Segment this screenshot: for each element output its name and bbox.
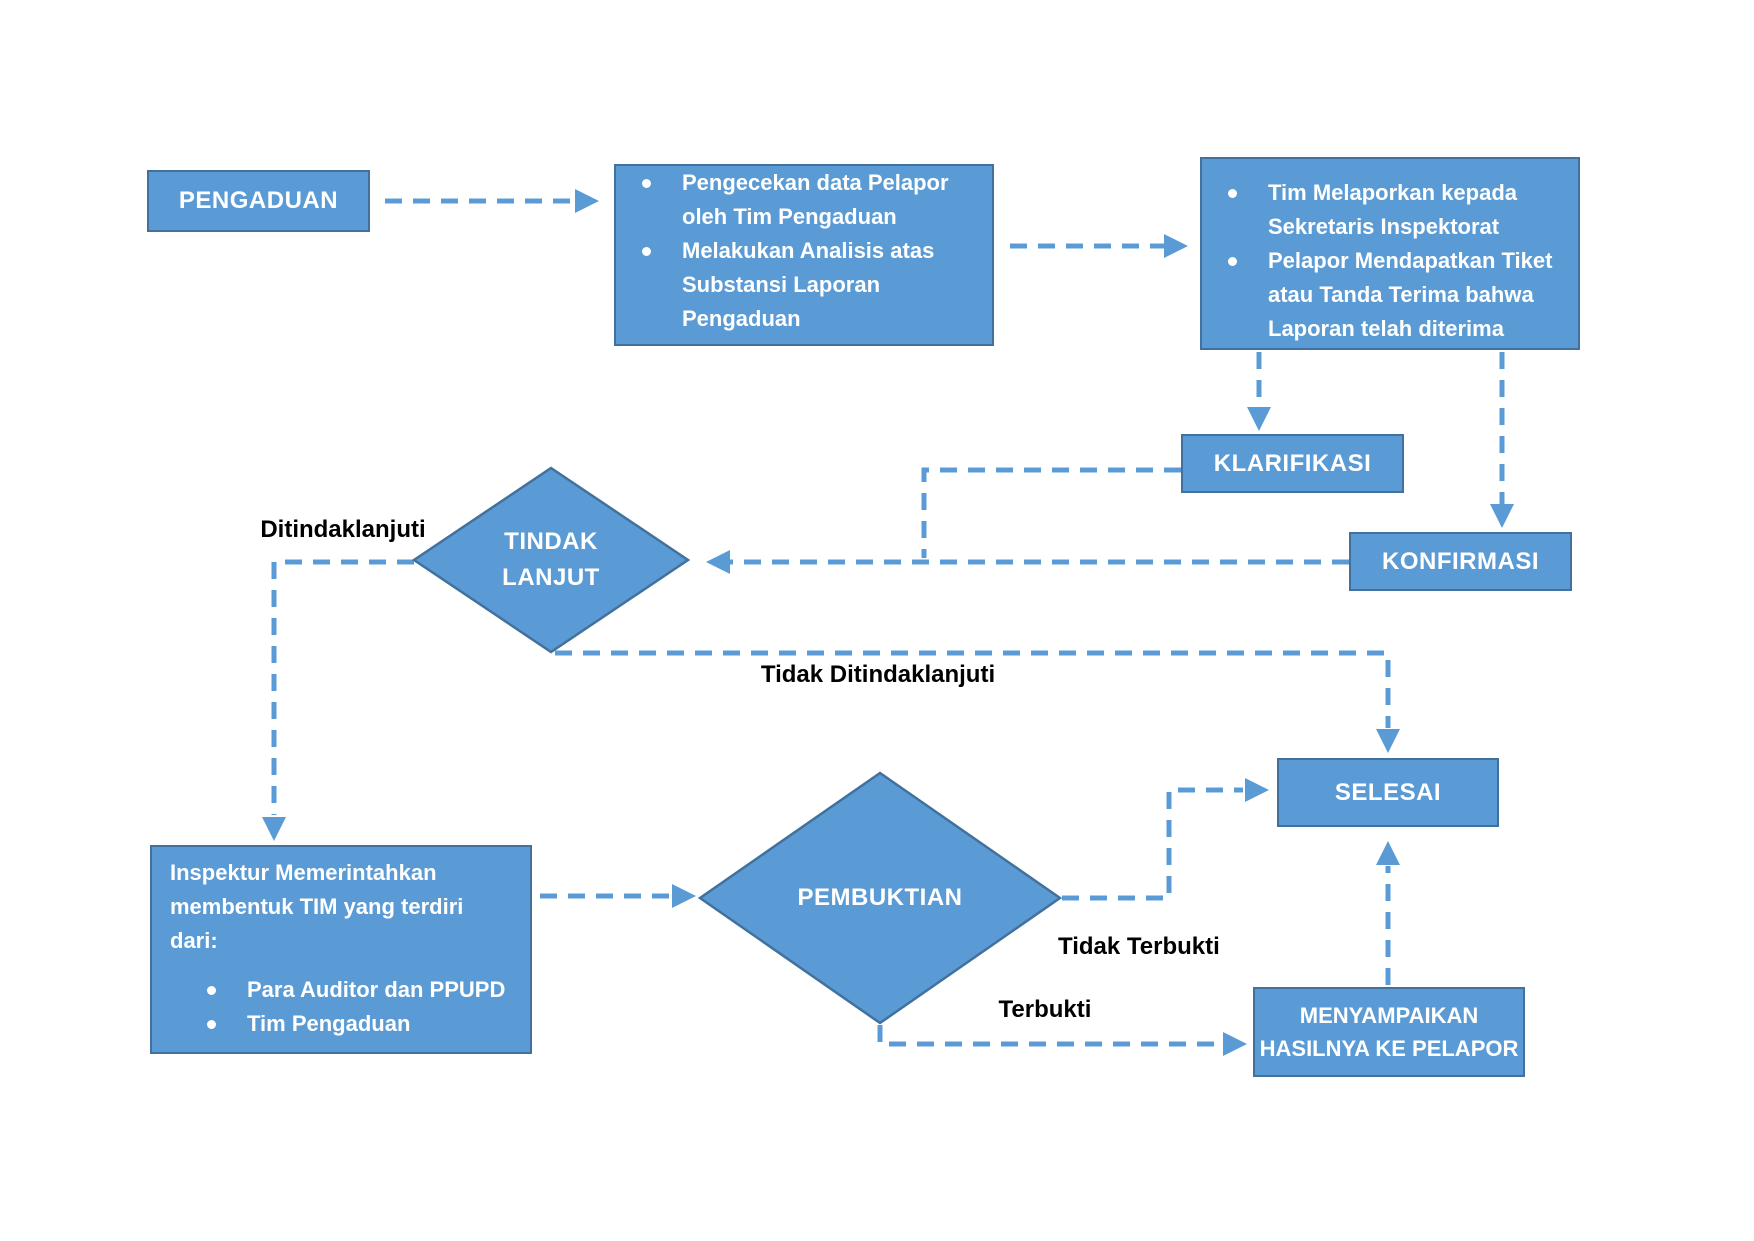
intake-bullet-1-line-1: Pengecekan data Pelapor [682, 170, 949, 195]
node-menyampaikan: MENYAMPAIKAN HASILNYA KE PELAPOR [1253, 987, 1525, 1077]
arrowhead-right-icon [1164, 234, 1188, 258]
arrowhead-right-icon [672, 884, 696, 908]
report-bullet-2-line-2: atau Tanda Terima bahwa [1268, 282, 1534, 307]
node-klarifikasi: KLARIFIKASI [1181, 434, 1404, 493]
node-klarifikasi-label: KLARIFIKASI [1213, 449, 1372, 477]
intake-bullet-2-line-3: Pengaduan [682, 306, 801, 331]
node-pengaduan-label: PENGADUAN [178, 187, 339, 214]
node-konfirmasi-label: KONFIRMASI [1382, 547, 1539, 575]
edge-ditindaklanjuti [271, 559, 414, 815]
menyampaikan-line-1: MENYAMPAIKAN [1299, 1003, 1479, 1028]
bullet-dot-icon [207, 1020, 216, 1029]
intake-bullet-1: Pengecekan data Pelapor oleh Tim Pengadu… [642, 166, 982, 234]
bullet-dot-icon [642, 179, 651, 188]
bullet-dot-icon [1228, 257, 1237, 266]
tindak-lanjut-line-2: LANJUT [502, 564, 600, 591]
edge-label-tidak-ditindaklanjuti: Tidak Ditindaklanjuti [760, 661, 996, 688]
intake-bullet-2: Melakukan Analisis atas Substansi Lapora… [642, 234, 982, 336]
bullet-dot-icon [207, 986, 216, 995]
edge-terbukti [877, 1025, 1221, 1047]
tindak-lanjut-line-1: TINDAK [504, 528, 598, 555]
pembuktian-label: PEMBUKTIAN [797, 884, 963, 911]
menyampaikan-line-2: HASILNYA KE PELAPOR [1259, 1036, 1519, 1061]
intake-bullet-1-line-2: oleh Tim Pengaduan [682, 204, 897, 229]
node-konfirmasi: KONFIRMASI [1349, 532, 1572, 591]
edge-label-tidak-terbukti: Tidak Terbukti [1058, 933, 1220, 960]
inspektur-bullet-1-text: Para Auditor dan PPUPD [247, 977, 506, 1002]
arrowhead-up-icon [1376, 841, 1400, 865]
report-bullet-2-line-1: Pelapor Mendapatkan Tiket [1268, 248, 1553, 273]
intake-bullet-2-line-2: Substansi Laporan [682, 272, 881, 297]
tindak-lanjut-diamond [411, 466, 691, 654]
node-selesai-label: SELESAI [1334, 778, 1442, 806]
inspektur-paragraph: Inspektur Memerintahkan membentuk TIM ya… [170, 856, 520, 958]
edge-tidak-ditindaklanjuti [555, 650, 1391, 728]
edge-tidak-terbukti [1062, 787, 1243, 901]
pembuktian-text: PEMBUKTIAN [760, 860, 1000, 936]
tindak-lanjut-text: TINDAK LANJUT [451, 486, 651, 634]
edge-label-ditindaklanjuti: Ditindaklanjuti [260, 516, 426, 543]
pembuktian-diamond [697, 771, 1063, 1025]
inspektur-bullet-2-text: Tim Pengaduan [247, 1011, 411, 1036]
arrowhead-down-icon [1247, 407, 1271, 431]
arrowhead-right-icon [575, 189, 599, 213]
report-bullet-2-line-3: Laporan telah diterima [1268, 316, 1504, 341]
edge-label-terbukti: Terbukti [998, 996, 1092, 1023]
arrowhead-right-icon [1223, 1032, 1247, 1056]
arrowhead-right-icon [1245, 778, 1269, 802]
inspektur-line-1: Inspektur Memerintahkan [170, 860, 437, 885]
node-intake: Pengecekan data Pelapor oleh Tim Pengadu… [614, 164, 994, 346]
inspektur-bullet-2: Tim Pengaduan [207, 1007, 520, 1041]
arrowhead-down-icon [1490, 504, 1514, 528]
inspektur-line-2: membentuk TIM yang terdiri [170, 894, 464, 919]
report-bullet-1-line-1: Tim Melaporkan kepada [1268, 180, 1518, 205]
arrowhead-left-icon [706, 550, 730, 574]
node-inspektur: Inspektur Memerintahkan membentuk TIM ya… [150, 845, 532, 1054]
inspektur-bullet-1: Para Auditor dan PPUPD [207, 973, 520, 1007]
arrowhead-down-icon [262, 817, 286, 841]
bullet-dot-icon [1228, 189, 1237, 198]
bullet-dot-icon [642, 247, 651, 256]
report-bullet-1-line-2: Sekretaris Inspektorat [1268, 214, 1500, 239]
arrowhead-down-icon [1376, 729, 1400, 753]
report-bullet-2: Pelapor Mendapatkan Tiket atau Tanda Ter… [1228, 244, 1568, 346]
intake-bullet-2-line-1: Melakukan Analisis atas [682, 238, 935, 263]
node-pengaduan: PENGADUAN [147, 170, 370, 232]
inspektur-line-3: dari: [170, 928, 218, 953]
node-report: Tim Melaporkan kepada Sekretaris Inspekt… [1200, 157, 1580, 350]
report-bullet-1: Tim Melaporkan kepada Sekretaris Inspekt… [1228, 176, 1568, 244]
node-selesai: SELESAI [1277, 758, 1499, 827]
edge-klarifikasi-join [921, 467, 1181, 558]
